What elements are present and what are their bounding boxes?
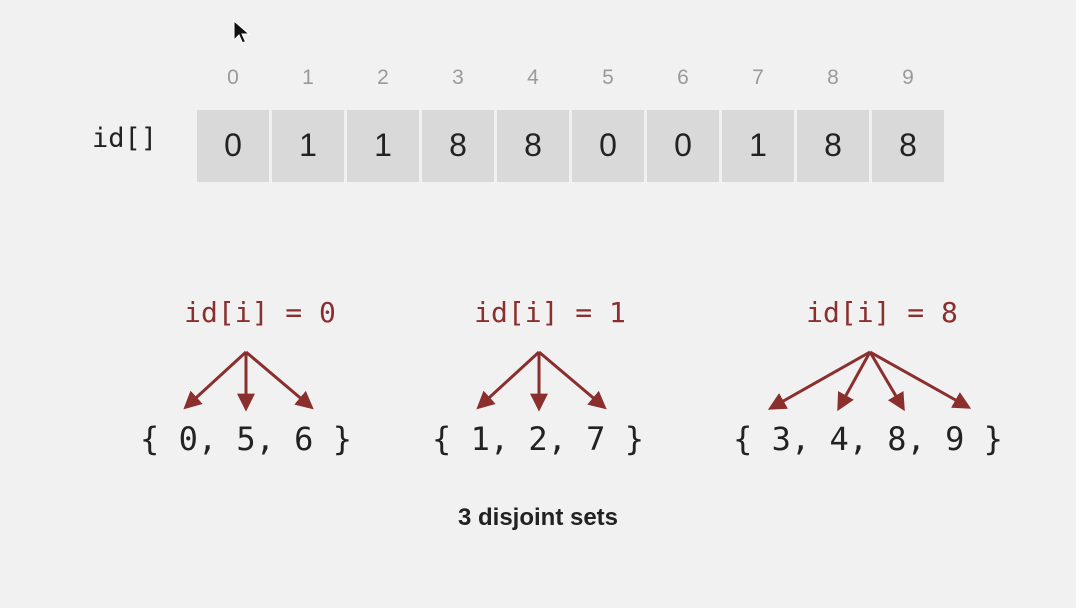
array-cell: 0: [647, 110, 719, 182]
array-index: 5: [602, 66, 614, 89]
array-cell: 1: [347, 110, 419, 182]
set-root-label-1: id[i] = 1: [474, 296, 626, 329]
array-label: id[]: [92, 123, 158, 154]
set-members-8: { 3, 4, 8, 9 }: [733, 420, 1003, 458]
array-cell-value: 0: [674, 127, 692, 163]
set-members-0: { 0, 5, 6 }: [140, 420, 352, 458]
mouse-pointer-icon: [233, 20, 251, 44]
arrow: [869, 350, 972, 409]
arrow: [767, 350, 871, 410]
array-cell: 1: [722, 110, 794, 182]
caption-row: 3 disjoint sets: [0, 504, 1076, 532]
array-cell-value: 8: [824, 127, 842, 163]
set-root-label-0: id[i] = 0: [184, 296, 336, 329]
array-cell-value: 1: [374, 127, 392, 163]
array-cell: 1: [272, 110, 344, 182]
array-index: 3: [452, 66, 464, 89]
arrow: [538, 350, 607, 410]
array-cell-value: 8: [449, 127, 467, 163]
array-index: 9: [902, 66, 914, 89]
caption: 3 disjoint sets: [457, 504, 619, 531]
array-cell: 8: [872, 110, 944, 182]
arrow: [868, 351, 905, 412]
array-index: 0: [227, 66, 239, 89]
array-index: 8: [827, 66, 839, 89]
array-cell: 8: [497, 110, 569, 182]
array-cell-value: 1: [299, 127, 317, 163]
array-cell-value: 8: [899, 127, 917, 163]
array-index: 6: [677, 66, 689, 89]
array-index: 4: [527, 66, 539, 89]
arrow: [183, 350, 248, 410]
array-index: 7: [752, 66, 764, 89]
arrow: [245, 350, 314, 410]
arrow: [837, 351, 872, 412]
array-cell-value: 0: [224, 127, 242, 163]
array-cell: 0: [572, 110, 644, 182]
array-index: 2: [377, 66, 389, 89]
array-cell: 8: [797, 110, 869, 182]
array-cell-value: 1: [749, 127, 767, 163]
arrow: [476, 350, 541, 410]
array-cell: 8: [422, 110, 494, 182]
array-cell-value: 8: [524, 127, 542, 163]
array-cell-value: 0: [599, 127, 617, 163]
array-index: 1: [302, 66, 314, 89]
set-root-label-8: id[i] = 8: [806, 296, 958, 329]
array-cell: 0: [197, 110, 269, 182]
set-members-1: { 1, 2, 7 }: [432, 420, 644, 458]
